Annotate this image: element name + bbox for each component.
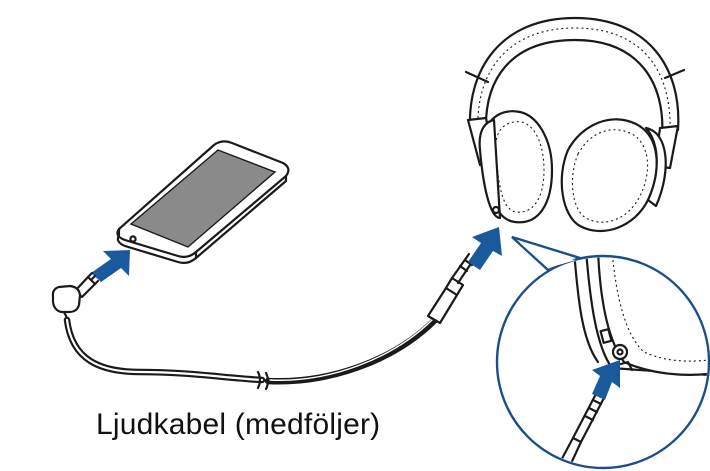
phone-screen: [129, 149, 277, 248]
headphones: [464, 16, 686, 233]
audio-cable: [51, 252, 476, 391]
zoom-callout-circle: [495, 235, 710, 470]
insert-arrow-icon: [592, 360, 620, 400]
insert-arrow-icon: [468, 227, 502, 270]
cable-caption: Ljudkabel (medföljer): [96, 408, 381, 441]
smartphone: [116, 140, 290, 264]
insert-arrow-icon: [91, 250, 130, 282]
